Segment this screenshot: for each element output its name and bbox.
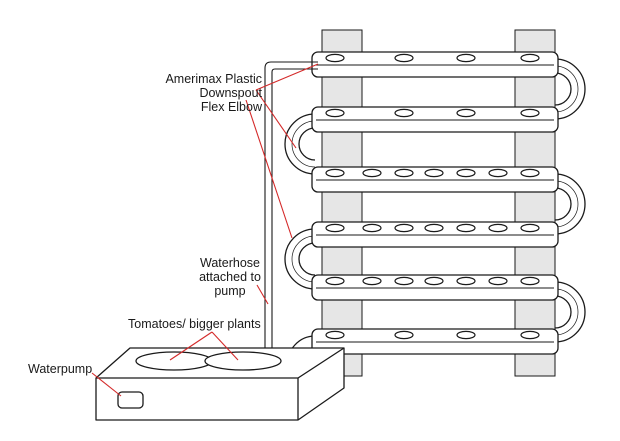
flex-elbow-right-1 <box>554 58 586 120</box>
support-post-left <box>321 29 363 377</box>
grow-pipe-3 <box>311 166 559 193</box>
planting-hole <box>325 53 345 63</box>
flex-elbow-left-2 <box>284 228 316 290</box>
planting-hole <box>456 330 476 340</box>
label-waterhose-line-1: Waterhose <box>200 256 260 270</box>
planting-hole <box>325 276 345 286</box>
planting-hole <box>325 108 345 118</box>
planting-hole <box>394 330 414 340</box>
planting-hole <box>325 223 345 233</box>
planting-hole <box>520 168 540 178</box>
planting-hole <box>456 53 476 63</box>
planting-hole <box>394 276 414 286</box>
planting-hole <box>362 223 382 233</box>
flex-elbow-right-2 <box>554 173 586 235</box>
plant-pot-hole-left <box>135 351 213 371</box>
label-flex-elbow-line-3: Flex Elbow <box>200 100 262 114</box>
label-waterpump: Waterpump <box>28 362 93 376</box>
planting-hole <box>488 223 508 233</box>
label-flex-elbow-line-2: Downspout <box>199 86 262 100</box>
water-hose <box>264 61 318 352</box>
leader-tomatoes-1 <box>169 331 213 361</box>
planting-hole <box>424 223 444 233</box>
planting-hole <box>520 330 540 340</box>
planting-hole <box>520 276 540 286</box>
leader-tomatoes-2 <box>211 331 239 361</box>
planting-hole <box>456 168 476 178</box>
planting-hole <box>394 168 414 178</box>
label-flex-elbow-line-1: Amerimax Plastic <box>165 72 262 86</box>
leader-elbow-1 <box>255 89 297 149</box>
leader-pump <box>91 372 122 397</box>
flex-elbow-left-1 <box>284 113 316 175</box>
leader-elbow-3 <box>245 99 293 239</box>
planting-hole <box>424 276 444 286</box>
planting-hole <box>520 53 540 63</box>
support-post-right <box>514 29 556 377</box>
leader-lines <box>91 63 319 397</box>
planting-hole <box>362 168 382 178</box>
grow-pipes <box>311 51 559 355</box>
leader-hose <box>256 284 269 305</box>
planting-hole <box>456 276 476 286</box>
label-waterhose-line-3: pump <box>214 284 246 298</box>
flex-elbow-right-3 <box>554 281 586 343</box>
planting-hole <box>456 223 476 233</box>
label-waterhose-line-2: attached to <box>199 270 261 284</box>
planting-hole <box>488 276 508 286</box>
grow-pipe-6 <box>311 328 559 355</box>
planting-hole <box>488 168 508 178</box>
grow-pipe-5 <box>311 274 559 301</box>
planting-hole <box>394 223 414 233</box>
planting-hole <box>424 168 444 178</box>
leader-elbow-2 <box>255 63 319 91</box>
waterpump-unit <box>117 391 144 409</box>
plant-pot-hole-right <box>204 351 282 371</box>
label-waterhose: Waterhose attached to pump <box>185 256 275 298</box>
support-posts <box>321 29 556 377</box>
grow-pipe-1 <box>311 51 559 78</box>
planting-hole <box>362 276 382 286</box>
planting-hole <box>394 53 414 63</box>
planting-hole <box>325 330 345 340</box>
label-tomatoes: Tomatoes/ bigger plants <box>128 317 261 331</box>
planting-hole <box>325 168 345 178</box>
planting-hole <box>520 223 540 233</box>
planting-hole <box>520 108 540 118</box>
planting-hole <box>456 108 476 118</box>
grow-pipe-2 <box>311 106 559 133</box>
grow-pipe-4 <box>311 221 559 248</box>
planting-hole <box>394 108 414 118</box>
label-flex-elbow: Amerimax Plastic Downspout Flex Elbow <box>150 72 262 114</box>
reservoir-tray <box>95 347 345 421</box>
